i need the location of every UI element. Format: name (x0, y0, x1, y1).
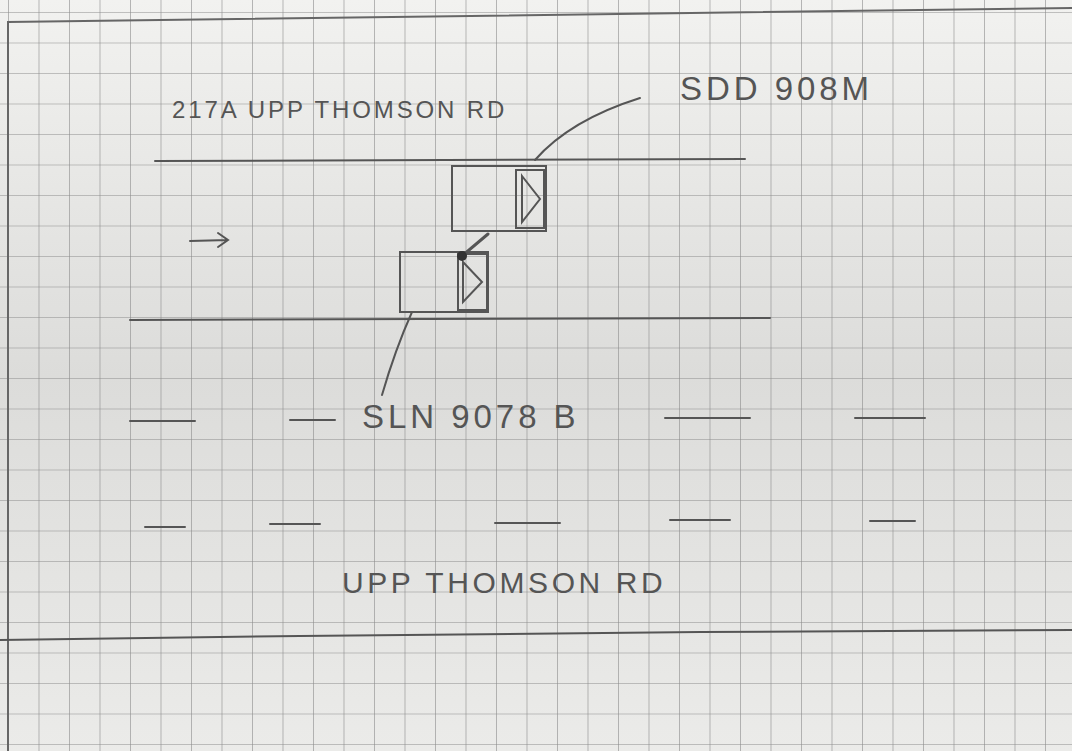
paper-edge (8, 8, 1072, 751)
impact-mark (462, 234, 488, 256)
direction-arrow (190, 233, 228, 247)
road-name: UPP THOMSON RD (342, 568, 666, 598)
vehicle-plate: SLN 9078 B (362, 400, 580, 433)
vehicle-triangle (463, 262, 482, 302)
leader-line (382, 312, 412, 395)
vehicle-triangle (522, 176, 540, 222)
leader-line (535, 98, 640, 160)
road-edge (0, 630, 1072, 640)
impact-point (457, 251, 467, 261)
vehicle-front (458, 254, 487, 310)
road-edge (155, 159, 745, 161)
vehicle-symbol (400, 252, 488, 312)
vehicle-plate: SDD 908M (680, 72, 873, 105)
lane-divider (145, 520, 915, 527)
address-label: 217A UPP THOMSON RD (172, 98, 507, 122)
vehicle-symbol (452, 166, 546, 231)
vehicle-front (516, 170, 544, 228)
road-edge (130, 318, 770, 320)
